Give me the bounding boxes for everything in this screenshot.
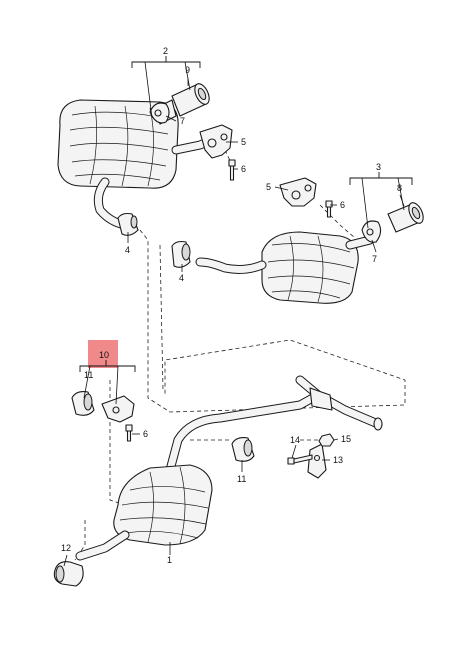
group-brackets [79,56,413,405]
front-pipe-assembly [165,375,383,475]
bolt-6-kit [125,424,133,442]
callout-7-top: 7 [180,116,185,126]
callout-6-right: 6 [340,200,345,210]
callout-labels: 2 9 7 5 6 4 4 3 5 6 8 7 10 11 6 11 1 12 … [61,46,402,565]
bolt-6-top [228,159,236,181]
bolt-6-right [325,200,333,218]
callout-2: 2 [163,46,168,56]
callout-5-top: 5 [241,137,246,147]
bracket-5-top [199,124,233,159]
tailpipe-8 [387,202,424,233]
bracket-13 [307,443,327,479]
callout-4-left: 4 [125,245,130,255]
callout-15: 15 [341,434,351,444]
callout-9: 9 [185,65,190,75]
highlight-box [88,340,118,368]
callout-13: 13 [333,455,343,465]
callout-7-right: 7 [372,254,377,264]
callout-14: 14 [290,435,300,445]
callout-3: 3 [376,162,381,172]
mount-11-left [71,391,95,416]
callout-4-right: 4 [179,273,184,283]
rear-silencer-left [57,99,217,230]
callout-1: 1 [167,555,172,565]
callout-6-kit: 6 [143,429,148,439]
mount-4-right [171,240,191,268]
mount-11-right [231,437,255,462]
clamp-12 [53,561,84,587]
bracket-kit [101,395,135,423]
leader-lines [63,78,405,567]
callout-11-right: 11 [237,474,246,484]
callout-5-right: 5 [266,182,271,192]
clamp-7-top [149,102,170,124]
bracket-5-right [279,177,317,207]
nut-15 [318,433,335,447]
bolt-14 [287,454,313,465]
center-silencer [75,464,213,561]
callout-10: 10 [99,350,109,360]
clamp-4-left [117,212,139,236]
callout-12: 12 [61,543,71,553]
callout-6-top: 6 [241,164,246,174]
callout-8: 8 [397,183,402,193]
callout-11-left: 11 [84,370,93,380]
rear-silencer-right [195,231,375,304]
clamp-7-right [361,220,382,243]
